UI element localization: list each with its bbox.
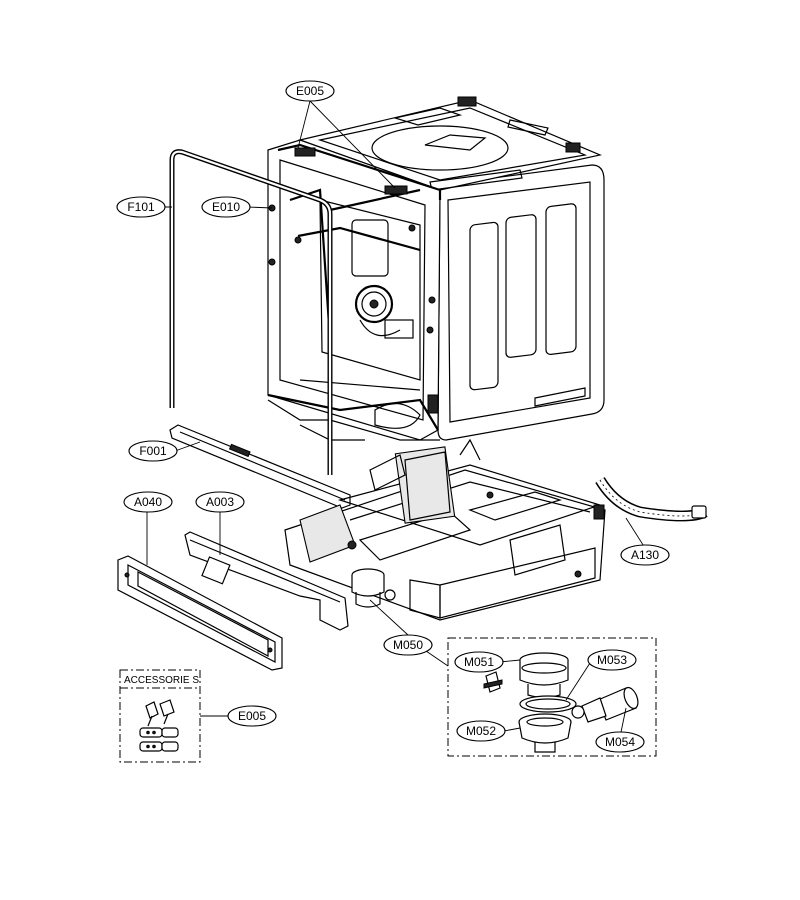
svg-text:F101: F101 [127, 200, 155, 214]
tub-assembly [267, 96, 605, 441]
callout-m052: M052 [456, 720, 506, 742]
svg-text:M052: M052 [466, 724, 496, 738]
callout-m051: M051 [454, 651, 504, 673]
part-m052 [518, 713, 572, 753]
svg-text:M054: M054 [605, 735, 635, 749]
part-a003 [184, 531, 349, 631]
svg-text:A040: A040 [134, 495, 162, 509]
callout-e005-top: E005 [285, 80, 335, 102]
part-m053 [519, 695, 577, 713]
leader-lines [146, 100, 646, 738]
callout-a130: A130 [620, 544, 670, 566]
callout-m050: M050 [383, 634, 433, 656]
bracket-icon [139, 727, 179, 752]
callout-e010: E010 [201, 196, 251, 218]
svg-text:A003: A003 [206, 495, 234, 509]
callout-f001: F001 [128, 440, 178, 462]
door-gasket-f101 [169, 149, 333, 475]
svg-text:E005: E005 [238, 709, 266, 723]
screw-icon-2 [159, 699, 175, 725]
callout-a003: A003 [195, 491, 245, 513]
callout-f101: F101 [116, 196, 166, 218]
callout-e005-accessory: E005 [227, 705, 277, 727]
clip-part [483, 671, 503, 693]
svg-text:F001: F001 [139, 444, 167, 458]
svg-text:A130: A130 [631, 548, 659, 562]
accessories-title: ACCESSORIE S [124, 675, 199, 686]
part-a040 [117, 555, 283, 671]
part-f001 [169, 424, 351, 509]
part-m051 [519, 652, 569, 699]
svg-text:M053: M053 [597, 653, 627, 667]
svg-text:M051: M051 [464, 655, 494, 669]
svg-text:M050: M050 [393, 638, 423, 652]
part-m050 [351, 568, 396, 608]
svg-text:E005: E005 [296, 84, 324, 98]
screw-icon [145, 701, 159, 727]
drain-hose-a130 [595, 477, 708, 522]
part-m054 [571, 686, 639, 723]
callout-a040: A040 [123, 491, 173, 513]
callout-m053: M053 [587, 649, 637, 671]
svg-text:E010: E010 [212, 200, 240, 214]
pump-kit-box [447, 637, 657, 757]
accessories-box: ACCESSORIE S [119, 669, 201, 763]
callout-m054: M054 [595, 731, 645, 753]
